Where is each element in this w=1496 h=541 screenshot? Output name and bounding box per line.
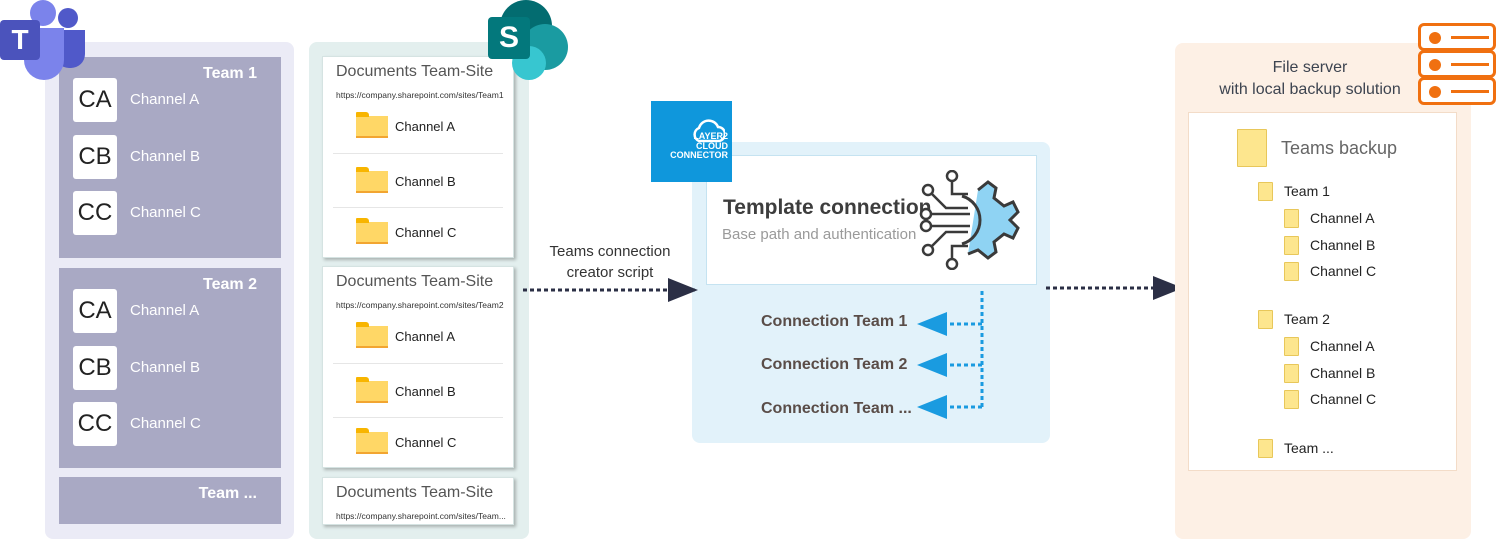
channel-folder-label: Channel B [1310,365,1376,381]
folder-icon [356,322,388,348]
logo-text: CONNECTOR [670,150,728,160]
title-line: File server [1272,59,1348,76]
folder-icon [1258,439,1273,458]
folder-icon [1284,364,1299,383]
team-folder-label: Team 2 [1284,311,1330,327]
channel-folder-label: Channel B [1310,237,1376,253]
site-title: Documents Team-Site [336,63,494,80]
connection-team-label: Connection Team ... [761,400,912,417]
backup-tree: Teams backup Team 1 Channel A Channel B … [1188,112,1457,471]
channel-label: Channel A [130,302,200,319]
channel-folder-label: Channel A [1310,338,1375,354]
script-arrow-label: Teams connection creator script [530,241,690,283]
team-folder-label: Team 1 [1284,183,1330,199]
divider [333,153,503,205]
layer2-cloud-connector-logo: LAYER2 CLOUD CONNECTOR [651,101,732,182]
channel-tile: CA [73,289,117,333]
backup-root-label: Teams backup [1281,138,1398,158]
folder-icon [1284,337,1299,356]
folder-label: Channel C [395,225,457,240]
document-site-card: Documents Team-Site https://company.shar… [322,266,514,468]
script-label-line: Teams connection [549,243,671,260]
channel-label: Channel C [130,204,201,221]
circuit-gear-icon [919,170,1020,270]
sharepoint-logo-icon: S [488,0,572,82]
channel-tile: CB [73,135,117,179]
team-more-box: Team ... [59,477,281,524]
team-folder-label: Team ... [1284,440,1334,456]
site-url: https://company.sharepoint.com/sites/Tea… [336,511,506,521]
folder-icon [1284,209,1299,228]
channel-label: Channel B [130,359,201,376]
folder-icon [1284,262,1299,281]
divider [333,417,503,469]
team-title: Team 1 [203,65,257,82]
folder-icon [1237,129,1267,167]
folder-icon [356,218,388,244]
team-title: Team ... [198,485,257,502]
script-label-line: creator script [566,264,654,281]
folder-label: Channel A [395,329,455,344]
folder-icon [1258,310,1273,329]
logo-text: LAYER2 [693,131,728,141]
folder-icon [356,377,388,403]
logo-text: CLOUD [696,140,728,151]
folder-icon [1284,236,1299,255]
file-server-title: File server with local backup solution [1200,57,1420,101]
folder-label: Channel A [395,119,455,134]
document-site-card: Documents Team-Site https://company.shar… [322,56,514,258]
team-title: Team 2 [203,276,257,293]
folder-icon [1258,182,1273,201]
template-subtitle: Base path and authentication [722,226,917,243]
folder-icon [356,167,388,193]
team-1-box: Team 1 CA Channel A CB Channel B CC Chan… [59,57,281,258]
team-2-box: Team 2 CA Channel A CB Channel B CC Chan… [59,268,281,468]
divider [333,207,503,259]
teams-logo-icon: T [0,0,90,82]
title-line: with local backup solution [1219,81,1401,98]
site-title: Documents Team-Site [336,273,494,290]
site-title: Documents Team-Site [336,484,494,501]
channel-tile: CA [73,78,117,122]
channel-label: Channel B [130,148,201,165]
folder-icon [1284,390,1299,409]
site-url: https://company.sharepoint.com/sites/Tea… [336,300,504,310]
channel-tile: CC [73,402,117,446]
folder-label: Channel B [395,174,456,189]
server-icon [1418,23,1496,105]
folder-icon [356,112,388,138]
site-url: https://company.sharepoint.com/sites/Tea… [336,90,504,100]
divider [333,363,503,415]
channel-folder-label: Channel C [1310,391,1377,407]
channel-label: Channel A [130,91,200,108]
connection-team-label: Connection Team 2 [761,356,908,373]
channel-folder-label: Channel C [1310,263,1377,279]
folder-label: Channel B [395,384,456,399]
folder-icon [356,428,388,454]
template-title: Template connection [723,196,932,219]
cloud-plug-icon [693,119,725,143]
folder-label: Channel C [395,435,457,450]
connection-team-label: Connection Team 1 [761,313,908,330]
channel-tile: CC [73,191,117,235]
channel-tile: CB [73,346,117,390]
channel-label: Channel C [130,415,201,432]
channel-folder-label: Channel A [1310,210,1375,226]
document-site-card: Documents Team-Site https://company.shar… [322,477,514,525]
